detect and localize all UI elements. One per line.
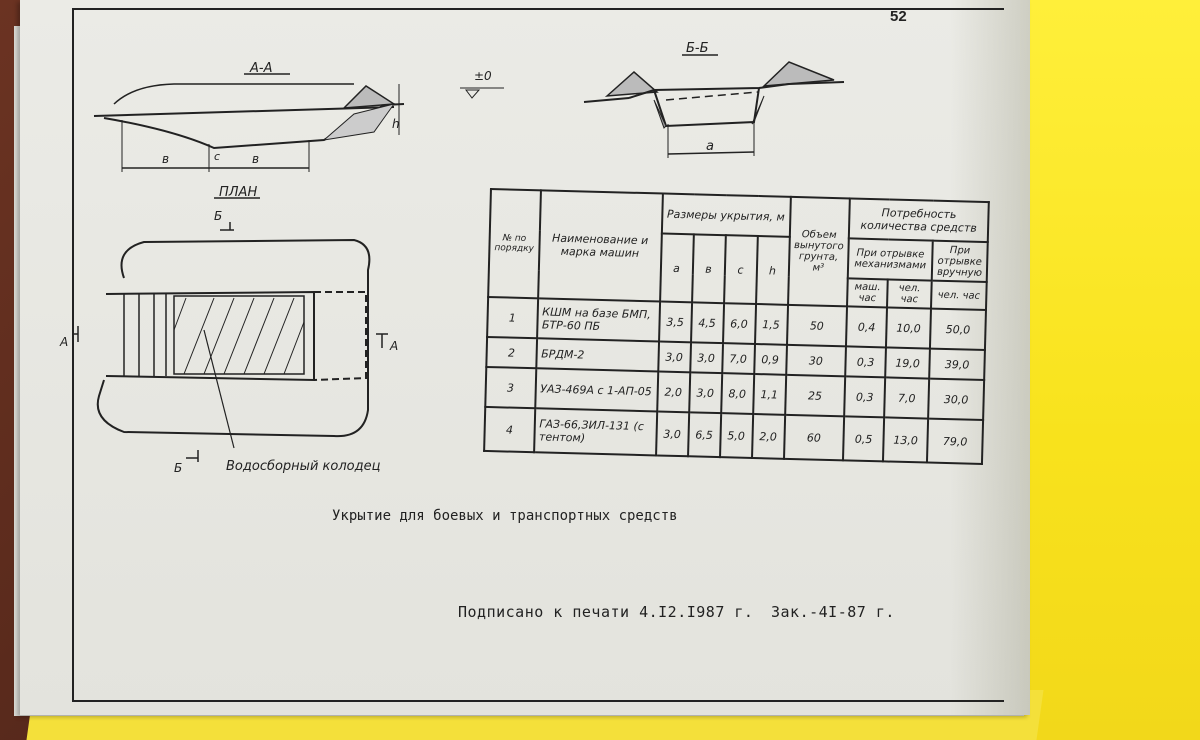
- cell-man-mech: 19,0: [885, 347, 931, 379]
- dim-c-label: c: [214, 150, 220, 163]
- header-b: в: [691, 234, 726, 304]
- header-num: № по порядку: [488, 189, 541, 299]
- cell-c: 6,0: [722, 303, 756, 344]
- cell-num: 1: [487, 296, 538, 339]
- cell-a: 3,5: [658, 301, 692, 343]
- cell-a: 3,0: [655, 411, 689, 457]
- cell-a: 2,0: [656, 371, 690, 413]
- cell-volume: 30: [785, 344, 847, 377]
- header-h: h: [755, 236, 790, 305]
- cell-name: УАЗ-469А с 1-АП-05: [534, 368, 658, 412]
- cell-volume: 60: [783, 414, 845, 461]
- unit-man-1: чел. час: [887, 279, 932, 309]
- cut-b-top-label: Б: [214, 209, 222, 223]
- cell-b: 3,0: [688, 372, 722, 414]
- cell-mach: 0,3: [845, 346, 887, 378]
- well-label: Водосборный колодец: [226, 459, 381, 474]
- cell-man-mech: 13,0: [883, 417, 929, 463]
- section-aa-label: А-А: [249, 61, 272, 76]
- cell-num: 3: [485, 366, 536, 409]
- cell-c: 8,0: [720, 373, 754, 414]
- dim-a-label: a: [706, 139, 714, 154]
- cell-c: 5,0: [719, 413, 753, 458]
- page-frame: [72, 8, 1004, 702]
- imprint-signed: Подписано к печати 4.I2.I987 г.: [458, 603, 754, 621]
- header-a: а: [659, 233, 694, 303]
- cell-h: 2,0: [751, 413, 785, 459]
- plan-view: ПЛАН Б А А Б Водосборны: [59, 185, 398, 475]
- cell-mach: 0,4: [846, 306, 888, 348]
- header-dims: Размеры укрытия, м: [661, 193, 791, 237]
- header-c: с: [723, 235, 758, 304]
- section-bb: Б-Б a: [583, 41, 845, 158]
- cell-h: 1,5: [754, 303, 788, 345]
- cell-man-manual: 39,0: [929, 348, 985, 381]
- figure-caption: Укрытие для боевых и транспортных средст…: [332, 508, 678, 524]
- cell-man-mech: 7,0: [884, 377, 930, 419]
- imprint-line: Подписано к печати 4.I2.I987 г. Зак.-4I-…: [458, 603, 903, 621]
- cell-num: 2: [486, 336, 537, 369]
- cell-h: 0,9: [753, 343, 787, 375]
- document-page: 52 А-А h ±0 в в c Б-Б: [20, 0, 1030, 715]
- cut-a-right-label: А: [389, 339, 398, 353]
- header-name: Наименование и марка машин: [537, 190, 663, 302]
- cut-a-left-label: А: [59, 335, 68, 349]
- zero-mark: ±0: [474, 69, 492, 83]
- header-needs: Потребность количества средств: [848, 198, 989, 243]
- section-bb-label: Б-Б: [686, 41, 709, 56]
- cell-name: БРДМ-2: [535, 338, 659, 372]
- cell-man-manual: 79,0: [927, 418, 984, 464]
- cell-b: 6,5: [687, 412, 721, 458]
- cell-mach: 0,3: [844, 376, 886, 418]
- dim-h-label: h: [392, 117, 400, 131]
- cell-man-manual: 30,0: [928, 378, 985, 420]
- imprint-order: Зак.-4I-87 г.: [771, 603, 895, 621]
- unit-mach: маш. час: [847, 278, 888, 308]
- cell-h: 1,1: [752, 373, 786, 415]
- cell-man-mech: 10,0: [886, 307, 932, 349]
- cell-name: КШМ на базе БМП, БТР-60 ПБ: [536, 298, 660, 342]
- section-aa: А-А h ±0 в в c: [93, 61, 504, 172]
- dim-b-right: в: [252, 152, 259, 166]
- plan-label: ПЛАН: [219, 185, 257, 200]
- cell-b: 4,5: [690, 302, 724, 344]
- cell-b: 3,0: [689, 342, 723, 374]
- cell-mach: 0,5: [843, 416, 885, 462]
- cell-volume: 50: [786, 304, 848, 347]
- header-volume: Объем вынутого грунта, м³: [787, 196, 850, 307]
- cut-b-bottom-label: Б: [174, 461, 182, 475]
- header-manual: При отрывке вручную: [931, 240, 988, 283]
- dim-b-left: в: [162, 152, 169, 166]
- cell-man-manual: 50,0: [930, 308, 986, 351]
- cell-volume: 25: [784, 374, 846, 417]
- cell-num: 4: [484, 406, 535, 453]
- unit-man-2: чел. час: [931, 280, 987, 311]
- header-mech: При отрывке механизмами: [847, 238, 933, 281]
- cell-c: 7,0: [721, 343, 755, 374]
- specs-table: № по порядку Наименование и марка машин …: [483, 188, 990, 465]
- cell-name: ГАЗ-66,ЗИЛ-131 (с тентом): [533, 408, 657, 456]
- cell-a: 3,0: [657, 341, 691, 373]
- page-shadow: [950, 0, 1030, 715]
- page-number: 52: [890, 8, 907, 25]
- engineering-drawing: А-А h ±0 в в c Б-Б: [59, 41, 845, 475]
